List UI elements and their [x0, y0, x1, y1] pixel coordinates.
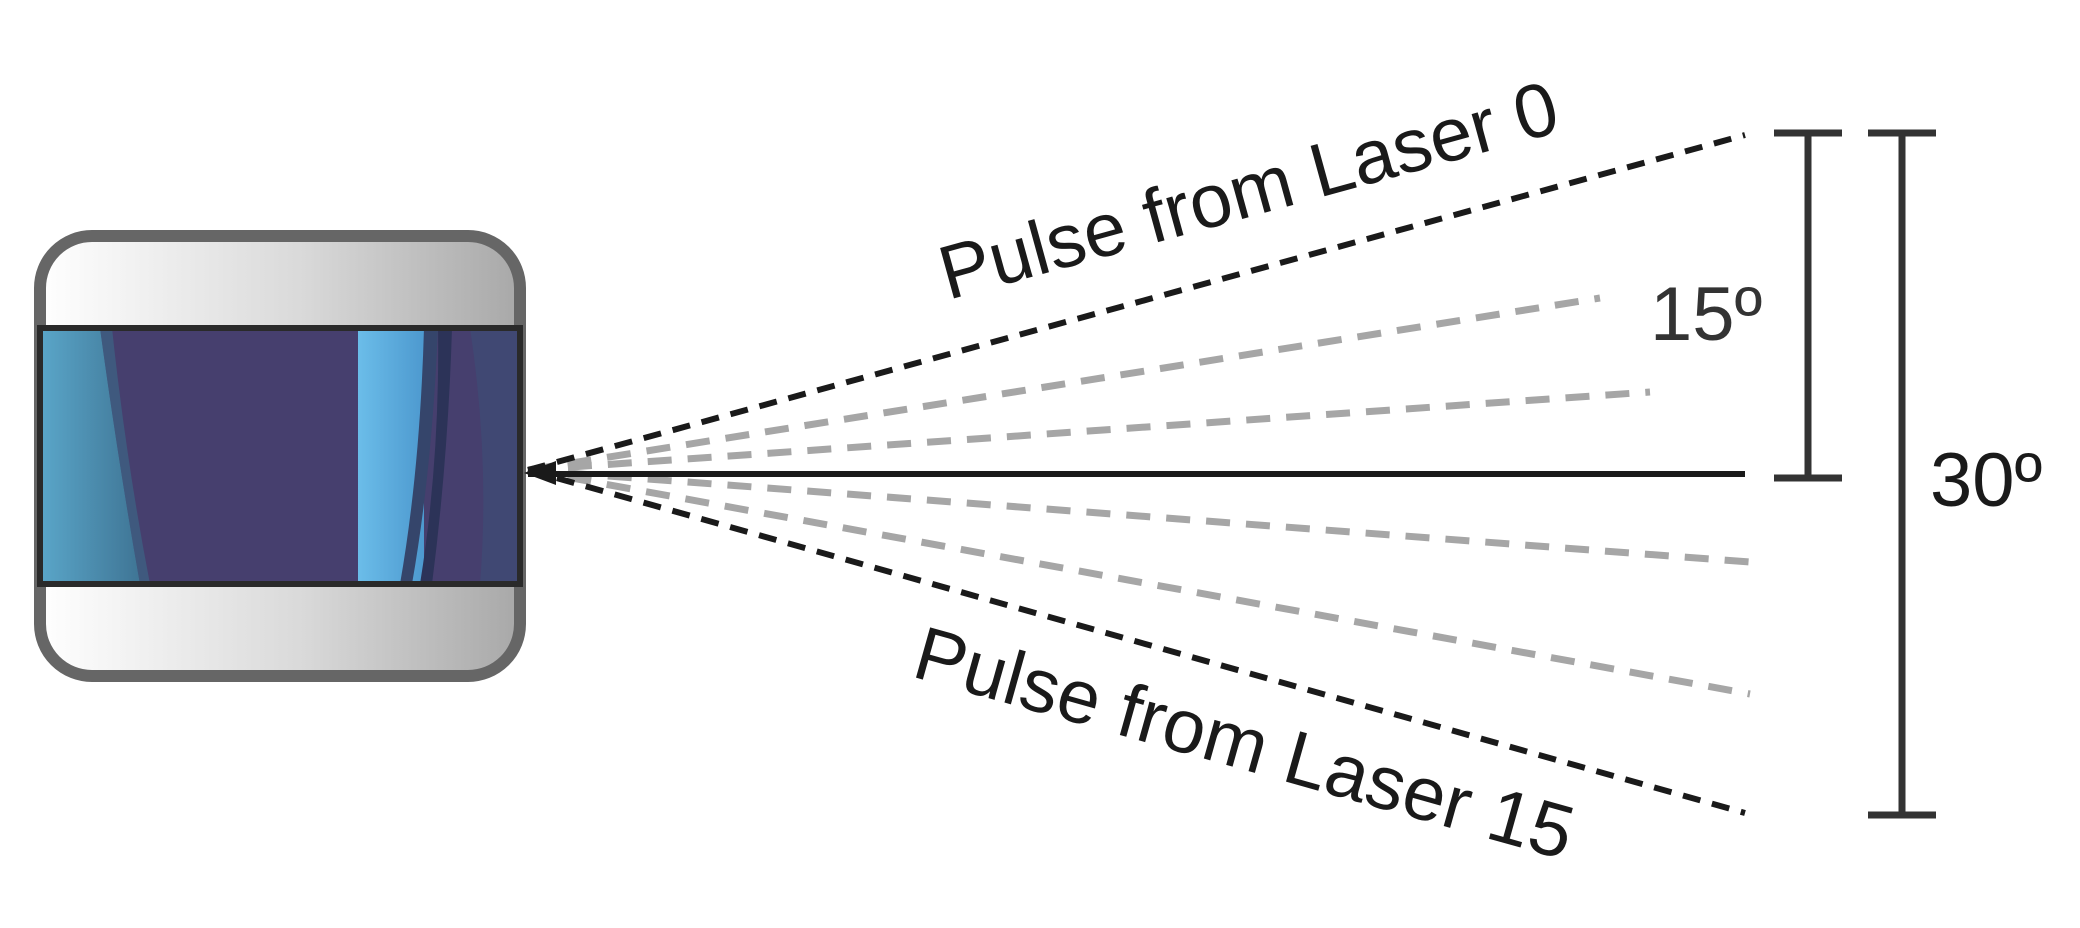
- beam-gray-1: [527, 294, 1601, 474]
- intermediate-beams: [527, 294, 1751, 698]
- bracket-inner: [1774, 129, 1842, 482]
- sensor-window: [40, 328, 520, 584]
- beam-origin-arrow: [524, 461, 556, 485]
- beam-laser-0: [527, 132, 1746, 473]
- label-outer-angle: 30º: [1930, 438, 2042, 523]
- beam-laser-15: [527, 467, 1746, 816]
- lidar-sensor: [34, 230, 526, 682]
- beam-gray-4: [527, 466, 1751, 698]
- label-laser-15: Pulse from Laser 15: [905, 611, 1583, 877]
- label-inner-angle: 15º: [1650, 272, 1762, 357]
- beam-gray-2: [527, 388, 1651, 474]
- beam-gray-3: [527, 466, 1751, 566]
- bracket-outer: [1868, 129, 1936, 819]
- edge-beams: [527, 132, 1746, 816]
- label-laser-0: Pulse from Laser 0: [930, 65, 1568, 316]
